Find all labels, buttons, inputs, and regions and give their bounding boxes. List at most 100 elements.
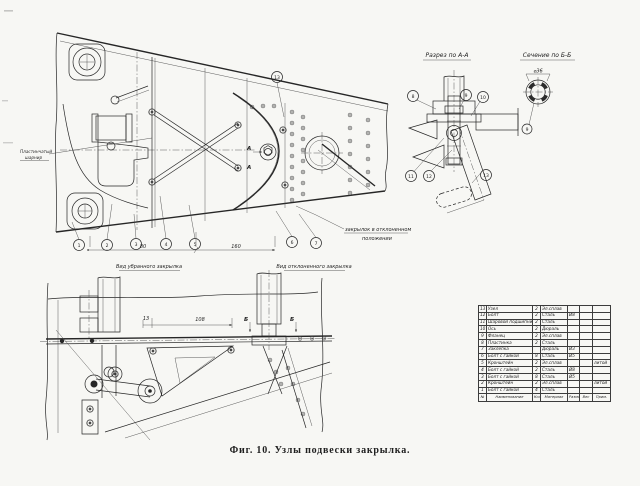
parts-table-cell: 13 — [478, 305, 487, 313]
parts-table-cell: 9 — [478, 332, 487, 340]
parts-table-cell: 2 — [532, 338, 541, 347]
parts-table-cell: 3 — [478, 372, 487, 381]
balloon-5: 5 — [188, 204, 201, 250]
svg-text:7: 7 — [315, 241, 318, 247]
svg-text:13: 13 — [274, 75, 280, 81]
bb-balloon: 9 — [521, 102, 535, 135]
aa-fork-lower — [411, 144, 445, 169]
parts-table-cell: Сталь — [540, 372, 568, 381]
hinge-bolt-hex — [263, 145, 273, 156]
balloon-11: 11 — [405, 137, 445, 182]
parts-table-cell: Заклепка — [486, 345, 533, 354]
parts-table-cell: Болт с гайкой — [486, 366, 533, 374]
note-line1: закрылок в отклоненном — [345, 227, 411, 233]
right-actuator — [251, 270, 288, 395]
parts-table-cell: Ø8 — [567, 366, 580, 374]
dim-13: 13 — [143, 316, 149, 322]
parts-table-cell — [567, 386, 580, 395]
triangular-bracket — [146, 345, 235, 397]
parts-table-cell — [579, 379, 593, 388]
parts-table-cell — [592, 345, 611, 354]
svg-text:13: 13 — [483, 173, 489, 179]
parts-table-cell — [592, 386, 611, 395]
parts-table-cell — [592, 318, 611, 327]
balloon-9: 9 — [458, 89, 472, 110]
parts-table-cell: Ось — [486, 325, 533, 334]
parts-table-cell: Узел — [486, 305, 533, 313]
parts-table-cell — [567, 318, 580, 327]
bb-shaft-section — [523, 77, 553, 107]
svg-text:6: 6 — [291, 240, 294, 246]
balloon-row: 1 2 3 4 5 6 7 — [71, 195, 322, 251]
dim-160: 160 — [231, 244, 241, 250]
parts-table-cell: 2 — [532, 359, 541, 368]
parts-table-cell: 2 — [532, 311, 541, 320]
parts-table-cell: 2 — [532, 366, 541, 374]
parts-table-cell: 6 — [478, 352, 487, 361]
parts-table-cell: Эл.сплав — [540, 359, 568, 368]
parts-table-header-cell: Кол. — [532, 393, 541, 403]
parts-table-cell: Эл.сплав — [540, 379, 568, 388]
plate-hinge-label-line1: Пластинчатый — [20, 149, 52, 154]
parts-table-cell — [579, 345, 593, 354]
svg-text:10: 10 — [480, 95, 486, 101]
parts-table-cell: Дюраль — [540, 345, 568, 354]
rib-lines — [151, 57, 248, 228]
parts-table-header-cell: Наименование — [486, 393, 533, 403]
section-b-b: Сечение по Б-Б ⌀36 9 — [520, 52, 575, 135]
parts-table-header-row: №НаименованиеКол.МатериалРазмерВесПрим. — [478, 393, 611, 403]
parts-table-cell — [579, 305, 593, 313]
parts-table-cell — [532, 345, 541, 354]
parts-table-cell: Фланец — [486, 332, 533, 340]
parts-table-cell — [592, 305, 611, 313]
side-view-label-right: Вид отклоненного закрылка — [276, 264, 351, 270]
dim-108: 108 — [195, 317, 205, 323]
parts-table-cell — [592, 332, 611, 340]
parts-table-cell — [567, 359, 580, 368]
hinge-cable-curve — [62, 103, 149, 209]
wing-bottom-edge — [55, 190, 386, 233]
parts-table-cell — [592, 311, 611, 320]
parts-table-cell: Ø5 — [567, 372, 580, 381]
svg-text:3: 3 — [135, 242, 138, 248]
parts-table-cell: Шаровой подшипник — [486, 318, 533, 327]
balloon-4: 4 — [159, 195, 172, 250]
parts-table-cell: Сталь — [540, 352, 568, 361]
parts-table-cell: 11 — [478, 318, 487, 327]
parts-table-cell — [592, 338, 611, 347]
parts-table-cell — [592, 325, 611, 334]
wing-upper-contour — [47, 291, 319, 300]
section-a-a: Разрез по А-А 8 9 10 11 12 — [405, 52, 519, 214]
parts-table-cell: литой — [592, 359, 611, 368]
side-left-break — [45, 282, 49, 441]
push-rods — [148, 108, 242, 186]
parts-table-cell: Дюраль — [540, 325, 568, 334]
wing-right-break-edge — [384, 103, 389, 192]
plate-hinge-label: Пластинчатый шарнир — [20, 137, 153, 161]
balloon-13-aa: 13 — [471, 169, 492, 184]
parts-table-cell: Болт — [486, 311, 533, 320]
balloon-1: 1 — [71, 221, 85, 251]
side-view: Вид убранного закрылка Вид отклоненного … — [39, 264, 352, 441]
svg-text:2: 2 — [106, 243, 109, 249]
dim-80: 80 — [140, 244, 146, 250]
hinge-axis-spar — [39, 335, 337, 345]
side-view-label-left: Вид убранного закрылка — [116, 264, 182, 270]
parts-table-cell — [567, 325, 580, 334]
parts-table-cell: 10 — [478, 325, 487, 334]
figure-caption: Фиг. 10. Узлы подвески закрылка. — [230, 445, 411, 456]
parts-table-cell — [579, 352, 593, 361]
parts-table-header-cell: Прим. — [592, 393, 611, 403]
parts-table-cell — [579, 386, 593, 395]
